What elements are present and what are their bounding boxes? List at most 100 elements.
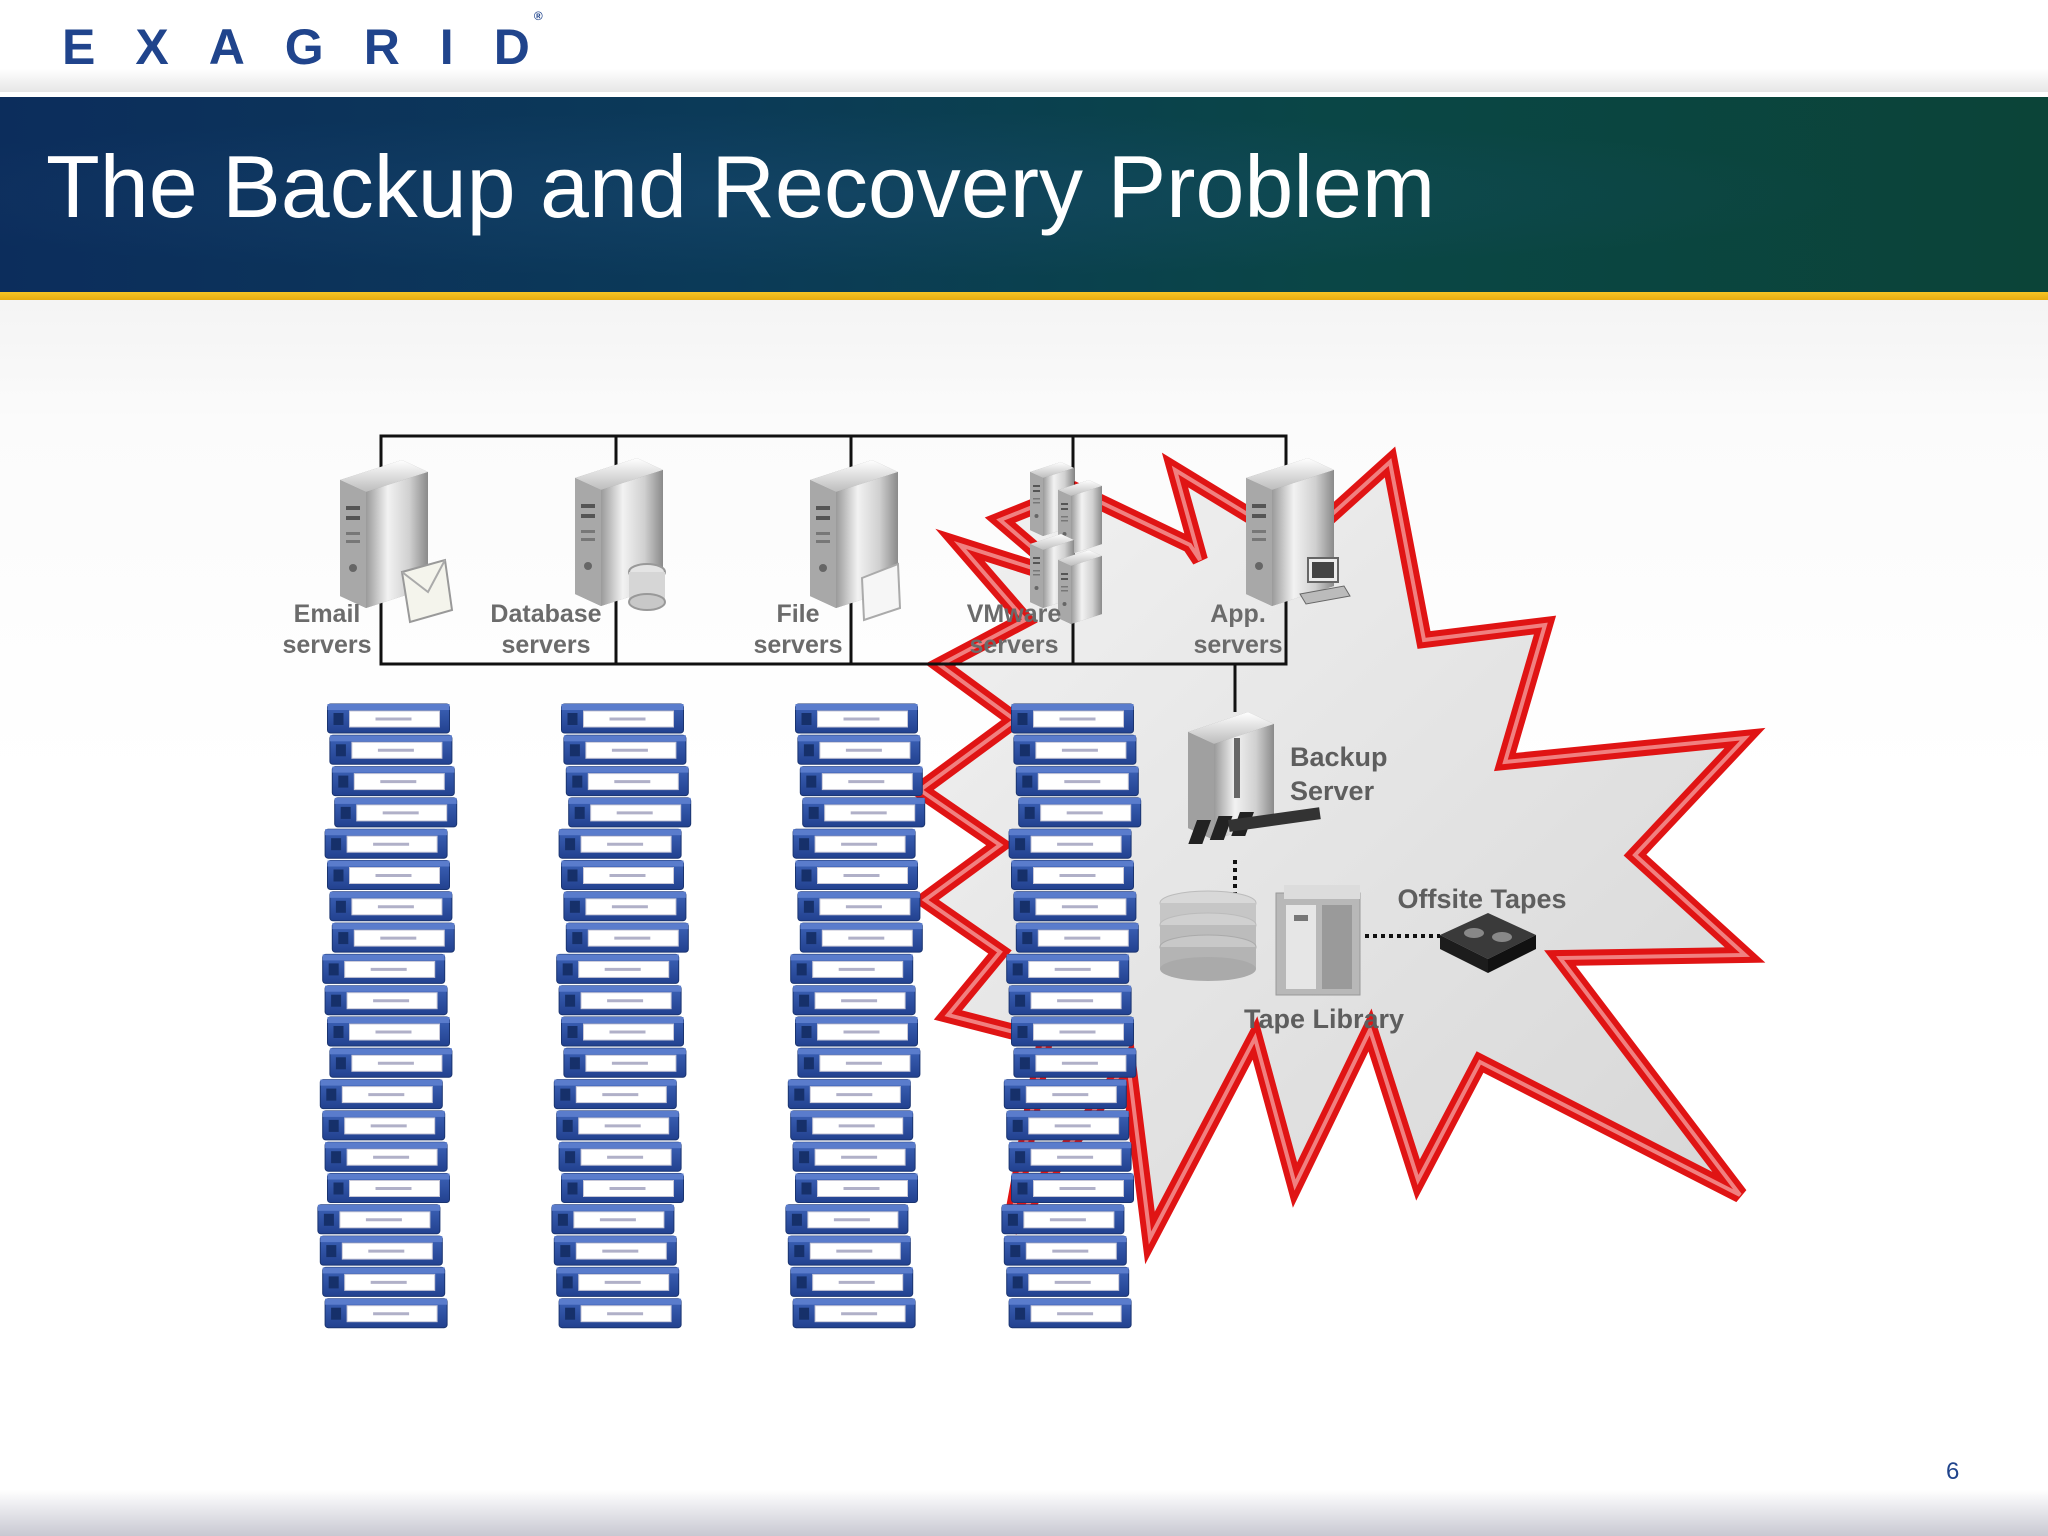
offsite-tape-icon — [1440, 913, 1536, 973]
tape-cartridge-icon — [323, 827, 449, 860]
tape-cartridge-icon — [794, 702, 919, 735]
tape-library-icon — [1275, 885, 1361, 996]
tape-cartridge-icon — [550, 1203, 676, 1236]
server-labels: Email servers Database servers File serv… — [283, 600, 1283, 659]
slide-title: The Backup and Recovery Problem — [46, 137, 1436, 236]
tape-library-label: Tape Library — [1244, 1004, 1404, 1034]
tape-cartridge-icon — [794, 859, 919, 891]
backup-server-label-2: Server — [1290, 776, 1375, 806]
tape-cartridge-icon — [1010, 859, 1135, 891]
logo-text: EXAGRID — [62, 19, 570, 75]
app-server-icon — [1246, 458, 1351, 606]
tape-cartridge-icon — [328, 890, 454, 923]
tape-cartridge-icon — [801, 796, 927, 829]
tape-cartridge-icon — [1007, 984, 1133, 1017]
tape-cartridge-icon — [798, 765, 924, 798]
tape-cartridge-icon — [1010, 1015, 1135, 1048]
tape-cartridge-icon — [798, 921, 924, 954]
tape-cartridge-icon — [555, 1109, 681, 1142]
tape-cartridge-icon — [323, 1140, 449, 1173]
tape-cartridge-icon — [560, 859, 685, 891]
tape-cartridge-icon — [796, 890, 922, 923]
tape-cartridge-icon — [323, 1297, 449, 1330]
logo-bar: EXAGRID® — [0, 0, 2048, 92]
tape-cartridge-icon — [552, 1078, 678, 1111]
tape-cartridge-icon — [333, 796, 459, 829]
tape-cartridge-icon — [564, 765, 690, 798]
tape-cartridge-icon — [1000, 1203, 1126, 1236]
tape-cartridge-icon — [560, 1015, 685, 1048]
email-label-1: Email — [294, 600, 361, 628]
tape-cartridge-icon — [560, 1172, 685, 1204]
tape-cartridge-icon — [323, 984, 449, 1017]
tape-cartridge-icon — [557, 827, 683, 860]
tape-cartridge-icon — [326, 1172, 451, 1204]
tape-cartridge-icon — [1005, 1265, 1131, 1298]
tape-stack — [316, 702, 459, 1330]
tape-cartridge-icon — [330, 921, 456, 954]
tape-cartridge-icon — [1007, 1140, 1133, 1173]
tape-cartridge-icon — [784, 1203, 910, 1236]
gold-divider — [0, 292, 2048, 300]
tape-cartridge-icon — [318, 1078, 444, 1111]
tape-cartridge-icon — [557, 1297, 683, 1330]
tape-cartridge-icon — [555, 1265, 681, 1298]
backup-server-label-1: Backup — [1290, 742, 1388, 772]
tape-cartridge-icon — [562, 890, 688, 923]
vmware-label-1: VMware — [967, 600, 1062, 628]
tape-cartridge-icon — [1014, 765, 1140, 798]
tape-cartridge-icon — [789, 1109, 915, 1142]
tape-cartridge-icon — [555, 952, 681, 985]
tape-cartridge-icon — [791, 984, 917, 1017]
vmware-label-2: servers — [970, 631, 1059, 659]
tape-cartridge-icon — [328, 1046, 454, 1079]
tape-cartridge-icon — [557, 984, 683, 1017]
tape-cartridge-icon — [789, 1265, 915, 1298]
tape-cartridge-icon — [557, 1140, 683, 1173]
tape-cartridge-icon — [796, 733, 922, 766]
tape-cartridge-icon — [786, 1078, 912, 1111]
tape-cartridge-icon — [1007, 1297, 1133, 1330]
tape-cartridge-icon — [791, 1140, 917, 1173]
database-label-2: servers — [502, 631, 591, 659]
tape-cartridge-icon — [316, 1203, 442, 1236]
file-label-1: File — [776, 600, 819, 628]
tape-cartridge-icon — [1017, 796, 1143, 829]
tape-cartridge-icon — [321, 952, 447, 985]
exagrid-logo: EXAGRID® — [62, 9, 579, 76]
email-server-icon — [340, 460, 454, 624]
tape-cartridge-icon — [567, 796, 693, 829]
tape-cartridge-icon — [1010, 1172, 1135, 1204]
tape-cartridge-icon — [791, 827, 917, 860]
tape-cartridge-icon — [564, 921, 690, 954]
disk-storage-icon — [1159, 890, 1257, 981]
tape-cartridge-icon — [321, 1265, 447, 1298]
tape-cartridge-icon — [794, 1015, 919, 1048]
tape-cartridge-icon — [789, 952, 915, 985]
tape-cartridge-icon — [328, 733, 454, 766]
tape-cartridge-icon — [1012, 890, 1138, 923]
tape-cartridge-icon — [562, 733, 688, 766]
tape-cartridge-icon — [1007, 827, 1133, 860]
tape-cartridge-icon — [1010, 702, 1135, 735]
offsite-tapes-label: Offsite Tapes — [1397, 884, 1566, 914]
tape-cartridge-icon — [330, 765, 456, 798]
app-label-1: App. — [1210, 600, 1266, 628]
tape-cartridge-icon — [1002, 1078, 1128, 1111]
footer-bar — [0, 1490, 2048, 1536]
tape-cartridge-icon — [326, 702, 451, 735]
tape-cartridge-icon — [560, 702, 685, 735]
backup-server-icon — [1188, 712, 1321, 844]
tape-cartridge-icon — [796, 1046, 922, 1079]
tape-cartridge-icon — [1014, 921, 1140, 954]
title-band — [0, 97, 2048, 292]
tape-cartridge-icon — [1005, 952, 1131, 985]
file-label-2: servers — [754, 631, 843, 659]
page-number: 6 — [1946, 1458, 1960, 1485]
tape-cartridge-icon — [318, 1234, 444, 1267]
database-server-icon — [575, 458, 666, 611]
tape-cartridge-icon — [1005, 1109, 1131, 1142]
tape-cartridge-icon — [321, 1109, 447, 1142]
database-label-1: Database — [490, 600, 601, 628]
